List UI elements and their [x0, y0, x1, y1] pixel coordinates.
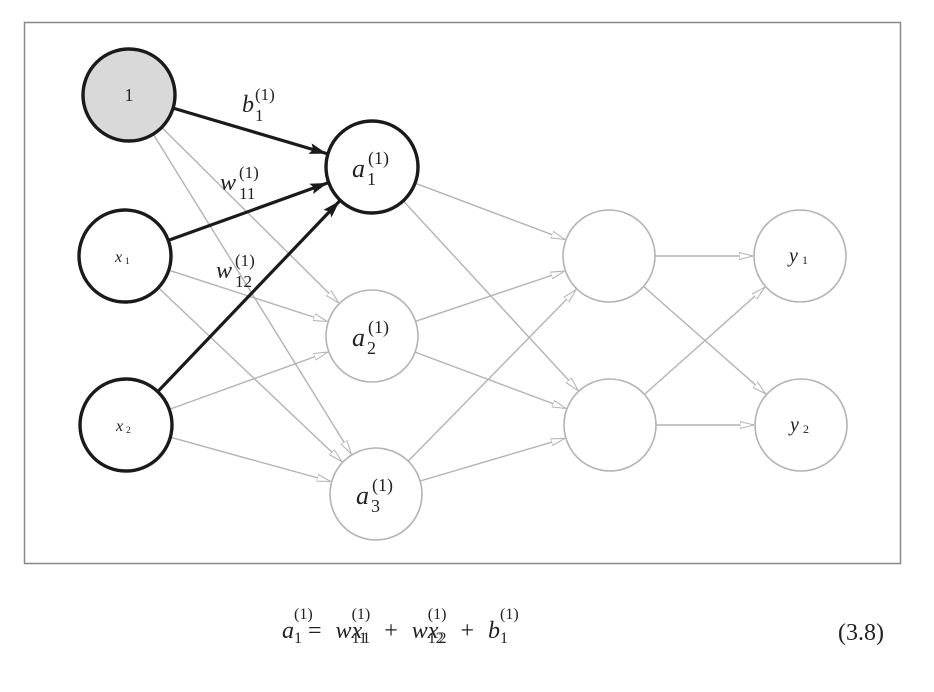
node-sub-y1: 1: [802, 253, 808, 267]
eq-bias: b(1)1: [487, 606, 519, 647]
edge-label-b1: b(1) 1: [242, 85, 275, 125]
edge-bias-to-a2: [161, 126, 340, 304]
edge-bias-to-a1: [172, 106, 328, 156]
node-sup-a2: (1): [368, 317, 389, 338]
node-circle-y2: [754, 378, 848, 472]
edge-label-sup: (1): [235, 251, 255, 270]
edge-a1-to-h1: [414, 182, 565, 241]
node-bias: 1: [81, 47, 177, 143]
edge-label-base: b: [242, 92, 254, 118]
diagram-frame: [23, 21, 902, 565]
node-a2: a(1)2: [325, 289, 419, 383]
eq-plus-1: +: [384, 618, 398, 644]
edge-a3-to-h2: [419, 437, 565, 482]
edge-label-w11: w(1) 11: [220, 163, 259, 203]
edge-label-sup: (1): [239, 163, 259, 182]
node-label-a2: a: [352, 323, 365, 352]
edge-label-sub: 11: [239, 184, 255, 203]
eq-w11: w(1)11: [335, 606, 371, 647]
edge-a2-to-h1: [415, 270, 565, 322]
edge-a2-to-h2: [414, 351, 566, 410]
edge-label-sub: 1: [255, 106, 264, 125]
edge-a3-to-h1: [407, 289, 577, 462]
node-label-y1: y: [787, 245, 798, 267]
node-label-bias: 1: [125, 85, 134, 105]
node-label-y2: y: [788, 414, 799, 436]
node-circle-bias: [81, 47, 177, 143]
node-circle-y1: [753, 209, 847, 303]
node-sub-a1: 1: [367, 169, 376, 189]
eq-x1: x: [351, 618, 363, 644]
node-label-a1: a: [352, 154, 365, 183]
eq-lhs: a(1)1: [282, 606, 313, 647]
node-sub-x2: 2: [126, 425, 131, 436]
edge-x1-to-a3: [157, 287, 343, 463]
node-sub-x1: 1: [125, 256, 130, 267]
edge-labels: b(1)1w(1)11w(1)12: [216, 85, 275, 291]
node-circle-a1: [324, 119, 420, 215]
node-h1: [562, 209, 656, 303]
node-sub-a2: 2: [367, 338, 376, 358]
node-h2: [563, 378, 657, 472]
edge-label-base: w: [220, 170, 236, 196]
edge-label-base: w: [216, 258, 232, 284]
node-circle-a2: [325, 289, 419, 383]
edge-x1-to-a1: [167, 181, 329, 242]
edge-h2-to-y1: [643, 286, 766, 395]
eq-x2: x: [427, 618, 439, 644]
edge-label-sub: 12: [235, 272, 252, 291]
edge-label-w12: w(1) 12: [216, 251, 255, 291]
node-circle-x2: [78, 377, 174, 473]
node-circle-h2: [563, 378, 657, 472]
node-sup-a1: (1): [368, 148, 389, 169]
highlighted-edges: [156, 106, 341, 393]
node-circle-x1: [77, 208, 173, 304]
edge-label-sup: (1): [255, 85, 275, 104]
node-label-x2: x: [115, 418, 123, 435]
node-circle-h1: [562, 209, 656, 303]
node-sub-y2: 2: [803, 422, 809, 436]
node-label-a3: a: [356, 481, 369, 510]
eq-equals: =: [308, 618, 322, 644]
node-circle-a3: [329, 447, 423, 541]
equation-number: (3.8): [838, 620, 884, 646]
eq-w12: w(1)12: [411, 606, 447, 647]
node-sup-a3: (1): [372, 475, 393, 496]
node-a1: a(1)1: [324, 119, 420, 215]
node-a3: a(1)3: [329, 447, 423, 541]
inactive-edges: [152, 126, 767, 483]
node-sub-a3: 3: [371, 496, 380, 516]
edge-x2-to-a1: [156, 199, 341, 393]
node-label-x1: x: [114, 249, 122, 266]
edge-x2-to-a3: [170, 436, 330, 483]
eq-plus-2: +: [460, 618, 474, 644]
edge-x2-to-a2: [169, 351, 327, 411]
